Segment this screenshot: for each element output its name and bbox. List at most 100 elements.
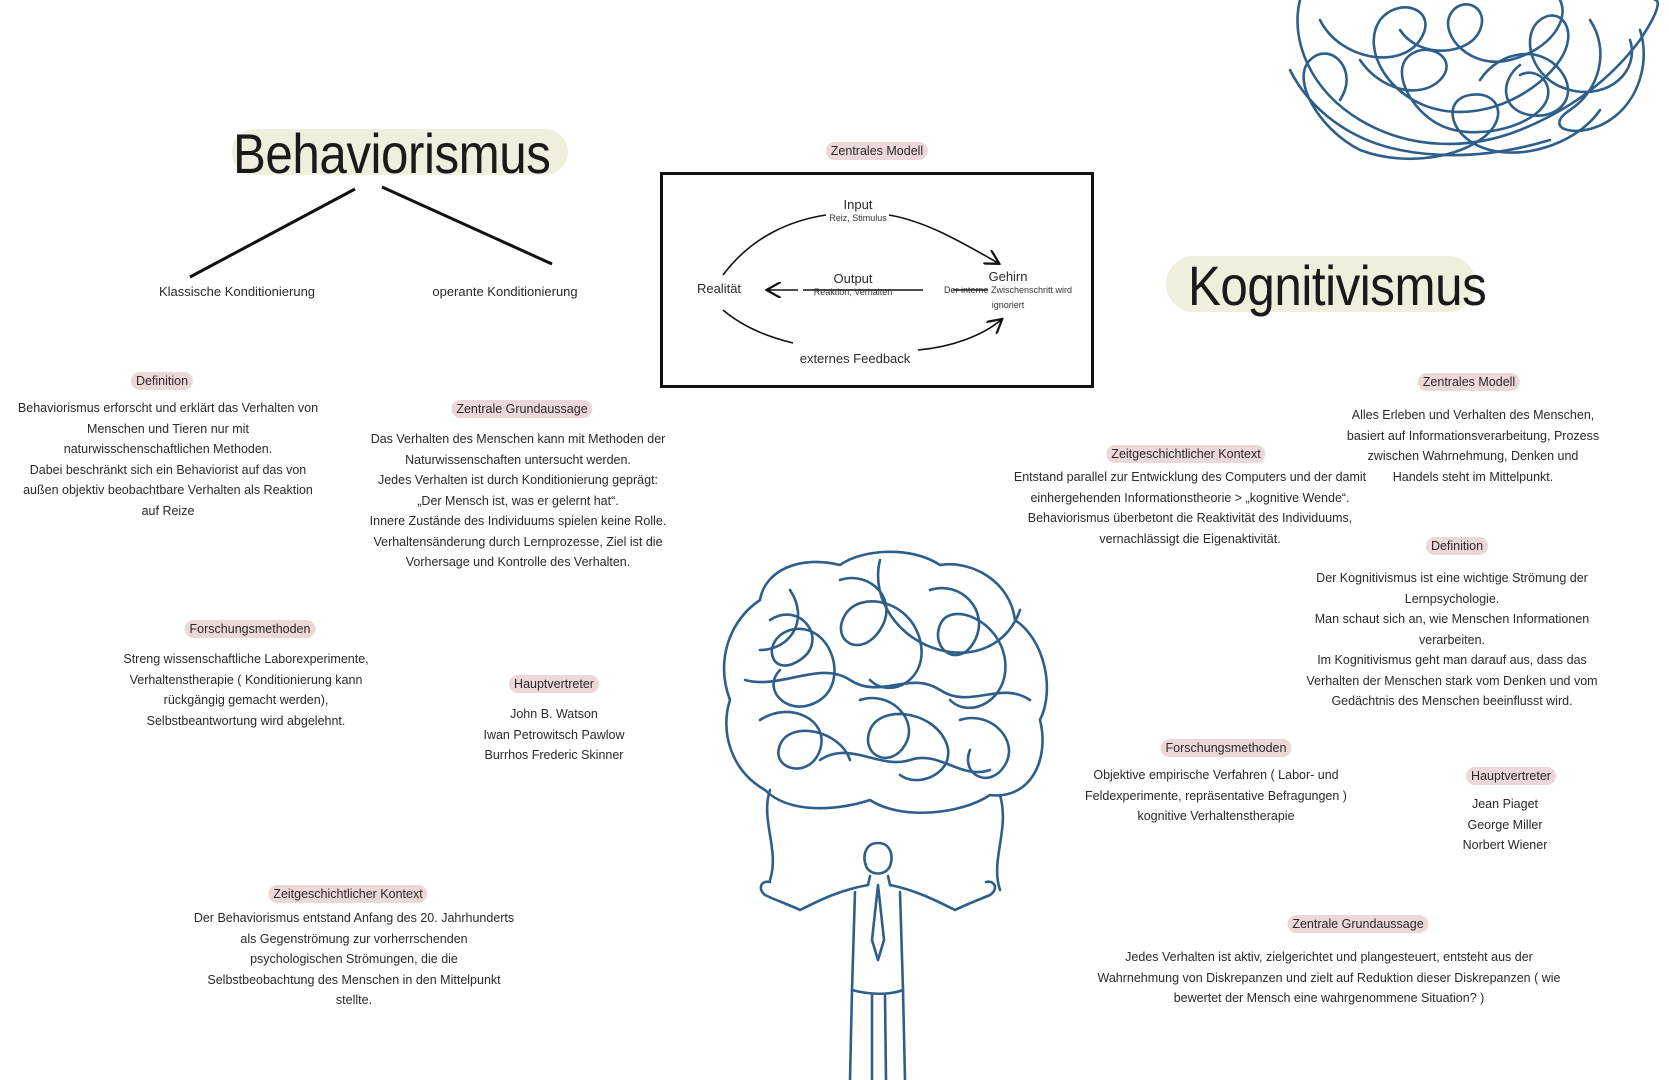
- k-definition-text: Der Kognitivismus ist eine wichtige Strö…: [1306, 568, 1597, 712]
- model-realitaet: Realität: [696, 281, 742, 296]
- text-line: Verhaltenstherapie ( Konditionierung kan…: [129, 672, 363, 687]
- title-highlight: [1166, 256, 1476, 312]
- definition-tag: Definition: [130, 372, 194, 390]
- text-line: vernachlässigt die Eigenaktivität.: [1099, 531, 1281, 546]
- arrow-realitaet-input: [722, 214, 827, 276]
- text-line: stellte.: [335, 993, 373, 1007]
- k-kontext-text: Entstand parallel zur Entwicklung des Co…: [1014, 467, 1366, 549]
- text-line: verarbeiten.: [1418, 632, 1486, 647]
- text-line: einhergehenden Informationstheorie > „ko…: [1030, 490, 1350, 505]
- text-line: Menschen und Tieren nur mit: [87, 421, 249, 436]
- text-line: auf Reize: [141, 503, 195, 518]
- text-line: Wahrnehmung von Diskrepanzen und zielt a…: [1097, 970, 1561, 985]
- k-hauptvertreter-text: Jean Piaget George Miller Norbert Wiener: [1463, 794, 1548, 856]
- grundaussage-tag: Zentrale Grundaussage: [451, 400, 593, 418]
- input-label: Input: [843, 197, 873, 212]
- text-line: Jedes Verhalten ist aktiv, zielgerichtet…: [1125, 950, 1533, 964]
- text-line: psychologischen Strömungen, die die: [250, 952, 458, 966]
- hauptvertreter-text: John B. Watson Iwan Petrowitsch Pawlow B…: [483, 704, 624, 766]
- arrow-realitaet-feedback: [722, 309, 794, 344]
- text-line: Burrhos Frederic Skinner: [484, 748, 624, 762]
- text-line: Der Kognitivismus ist eine wichtige Strö…: [1316, 571, 1588, 585]
- text-line: „Der Mensch ist, was er gelernt hat“.: [417, 493, 619, 508]
- k-grundaussage-tag: Zentrale Grundaussage: [1287, 915, 1429, 933]
- gehirn-sub: Der interne Zwischenschritt wird: [943, 285, 1073, 295]
- person-brain-illustration: [722, 550, 1049, 1080]
- branch-operante: operante Konditionierung: [432, 284, 578, 299]
- text-line: Selbstbeantwortung wird abgelehnt.: [146, 713, 346, 728]
- text-line: basiert auf Informationsverarbeitung, Pr…: [1346, 428, 1600, 443]
- branch-klassische: Klassische Konditionierung: [158, 284, 316, 299]
- arrow-input-gehirn: [888, 214, 998, 263]
- text-line: als Gegenströmung zur vorherrschenden: [240, 931, 468, 946]
- k-forschungsmethoden-text: Objektive empirische Verfahren ( Labor- …: [1085, 765, 1347, 827]
- gehirn-label: Gehirn: [988, 269, 1028, 284]
- k-kontext-tag: Zeitgeschichtlicher Kontext: [1106, 445, 1266, 463]
- kontext-text: Der Behaviorismus entstand Anfang des 20…: [194, 908, 514, 1011]
- forschungsmethoden-text: Streng wissenschaftliche Laborexperiment…: [123, 649, 368, 731]
- text-line: Innere Zustände des Individuums spielen …: [369, 514, 667, 528]
- text-line: Jean Piaget: [1471, 797, 1539, 811]
- text-line: Man schaut sich an, wie Menschen Informa…: [1314, 612, 1590, 626]
- title-highlight: [232, 129, 568, 175]
- text-line: Der Behaviorismus entstand Anfang des 20…: [193, 911, 515, 925]
- modell-tag: Zentrales Modell: [825, 142, 929, 160]
- text-line: naturwisschenschaftlichen Methoden.: [63, 442, 273, 456]
- text-line: Das Verhalten des Menschen kann mit Meth…: [370, 432, 666, 446]
- branch-line-right: [381, 185, 553, 266]
- text-line: Dabei beschränkt sich ein Behaviorist au…: [29, 462, 307, 477]
- k-modell-text: Alles Erleben und Verhalten des Menschen…: [1347, 405, 1599, 487]
- branch-line-left: [189, 187, 356, 279]
- definition-text: Behaviorismus erforscht und erklärt das …: [18, 398, 318, 521]
- text-line: Streng wissenschaftliche Laborexperiment…: [123, 652, 369, 666]
- scribble-ball-icon: [1288, 0, 1660, 160]
- k-definition-tag: Definition: [1425, 537, 1489, 555]
- model-box: Input Reiz, Stimulus Realität Output Rea…: [660, 172, 1094, 388]
- gehirn-sub: ignoriert: [991, 300, 1025, 310]
- text-line: Gedächtnis des Menschen beeinflusst wird…: [1331, 694, 1573, 708]
- model-gehirn: Gehirn Der interne Zwischenschritt wird …: [944, 269, 1072, 311]
- hauptvertreter-tag: Hauptvertreter: [509, 675, 599, 693]
- text-line: George Miller: [1467, 817, 1543, 832]
- grundaussage-text: Das Verhalten des Menschen kann mit Meth…: [370, 429, 667, 573]
- text-line: Norbert Wiener: [1462, 838, 1548, 852]
- text-line: Objektive empirische Verfahren ( Labor- …: [1093, 768, 1339, 782]
- model-input: Input Reiz, Stimulus: [829, 197, 887, 224]
- text-line: bewertet der Mensch eine wahrgenommene S…: [1173, 991, 1485, 1005]
- text-line: kognitive Verhaltenstherapie: [1137, 809, 1295, 823]
- behaviorismus-title: Behaviorismus: [233, 122, 551, 185]
- text-line: Handels steht im Mittelpunkt.: [1392, 469, 1554, 484]
- text-line: rückgängig gemacht werden),: [163, 693, 329, 707]
- output-label: Output: [833, 271, 873, 286]
- kontext-tag: Zeitgeschichtlicher Kontext: [268, 885, 428, 903]
- k-hauptvertreter-tag: Hauptvertreter: [1466, 767, 1556, 785]
- text-line: John B. Watson: [510, 707, 598, 721]
- text-line: Iwan Petrowitsch Pawlow: [483, 727, 625, 742]
- text-line: Vorhersage und Kontrolle des Verhalten.: [405, 555, 631, 569]
- input-sub: Reiz, Stimulus: [829, 213, 887, 223]
- text-line: Alles Erleben und Verhalten des Menschen…: [1351, 408, 1595, 422]
- text-line: Feldexperimente, repräsentative Befragun…: [1085, 788, 1347, 803]
- k-modell-tag: Zentrales Modell: [1417, 373, 1521, 391]
- text-line: Lernpsychologie.: [1404, 591, 1500, 606]
- text-line: Entstand parallel zur Entwicklung des Co…: [1013, 470, 1367, 484]
- text-line: Im Kognitivismus geht man darauf aus, da…: [1317, 653, 1587, 667]
- text-line: Behaviorismus erforscht und erklärt das …: [17, 401, 319, 415]
- text-line: Naturwissenschaften untersucht werden.: [405, 452, 631, 467]
- forschungsmethoden-tag: Forschungsmethoden: [184, 620, 316, 638]
- text-line: Behaviorismus überbetont die Reaktivität…: [1027, 511, 1353, 525]
- text-line: Jedes Verhalten ist durch Konditionierun…: [377, 473, 659, 487]
- model-feedback: externes Feedback: [799, 351, 911, 366]
- k-grundaussage-text: Jedes Verhalten ist aktiv, zielgerichtet…: [1098, 947, 1561, 1009]
- text-line: Selbstbeobachtung des Menschen in den Mi…: [207, 972, 501, 987]
- text-line: Verhaltensänderung durch Lernprozesse, Z…: [373, 534, 663, 549]
- output-sub: Reaktion, Verhalten: [813, 287, 893, 297]
- text-line: Verhalten der Menschen stark vom Denken …: [1306, 673, 1598, 688]
- text-line: außen objektiv beobachtbare Verhalten al…: [23, 483, 313, 497]
- model-output: Output Reaktion, Verhalten: [814, 271, 893, 298]
- text-line: zwischen Wahrnehmung, Denken und: [1367, 449, 1579, 463]
- model-arrows: [722, 214, 1091, 351]
- arrow-feedback-gehirn: [917, 320, 1001, 351]
- kognitivismus-title: Kognitivismus: [1188, 254, 1487, 317]
